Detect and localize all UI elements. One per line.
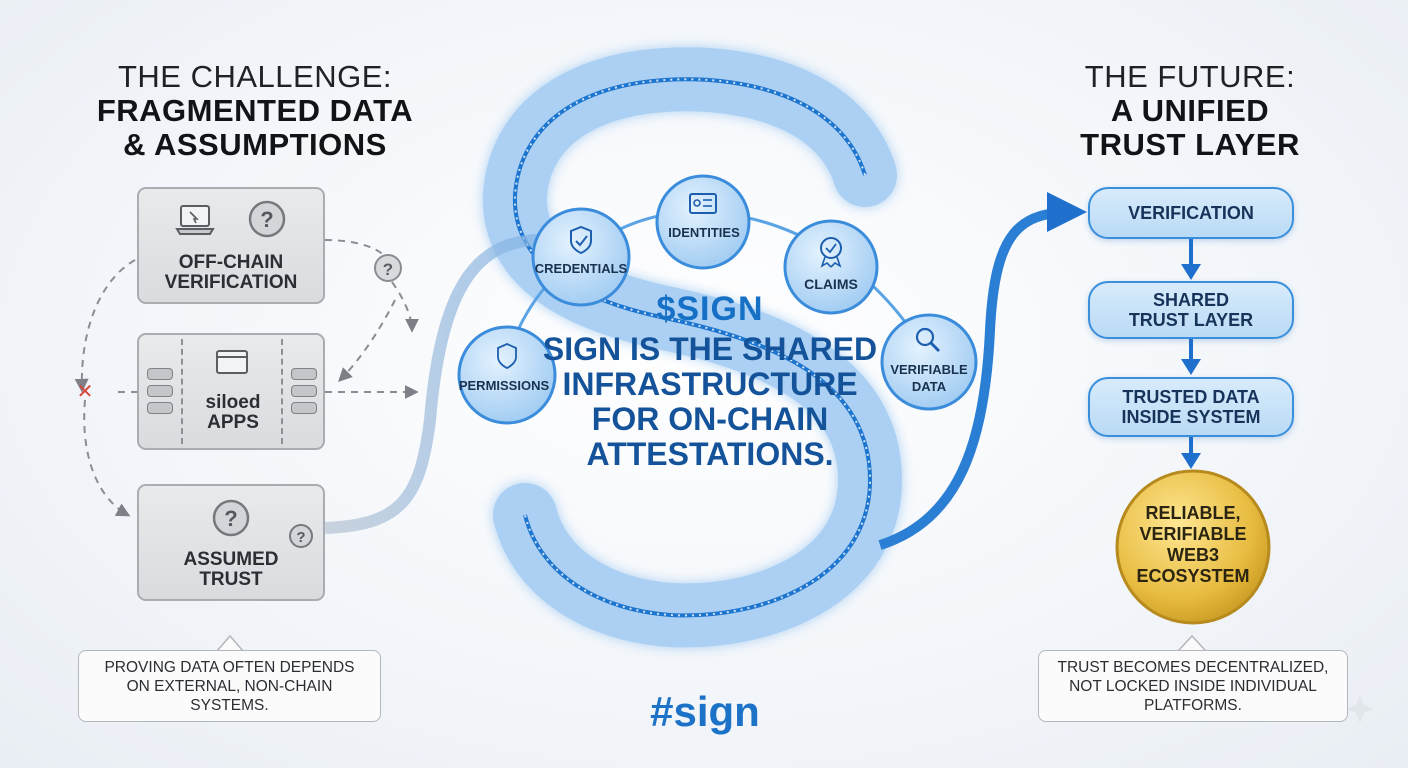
outcome-line4: ECOSYSTEM <box>1136 566 1250 586</box>
future-flow-arrows <box>1181 238 1201 469</box>
svg-text:?: ? <box>296 529 305 546</box>
verifiable-label-line2: DATA <box>912 379 947 394</box>
siloed-apps-box[interactable]: siloed APPS <box>137 333 325 450</box>
silo-divider-right <box>281 339 283 444</box>
off-chain-label-line2: VERIFICATION <box>164 272 298 293</box>
verifiable-label-line1: VERIFIABLE <box>890 362 968 377</box>
left-note-pointer <box>216 634 244 652</box>
verification-step-label: VERIFICATION <box>1128 203 1254 223</box>
input-ribbon <box>324 234 541 534</box>
credentials-label: CREDENTIALS <box>535 261 628 276</box>
outcome-line2: VERIFIABLE <box>1139 524 1247 544</box>
future-note: TRUST BECOMES DECENTRALIZED, NOT LOCKED … <box>1038 650 1348 722</box>
attestation-node-credentials[interactable]: CREDENTIALS <box>531 207 631 307</box>
shared-trust-step-line1: SHARED <box>1152 290 1229 310</box>
outcome-line3: WEB3 <box>1166 545 1219 565</box>
challenge-note-line1: PROVING DATA OFTEN DEPENDS <box>104 658 355 676</box>
s-swirl-graphic <box>482 47 903 648</box>
silo-column-left <box>147 368 173 414</box>
future-note-line1: TRUST BECOMES DECENTRALIZED, <box>1057 658 1329 676</box>
future-note-line3: PLATFORMS. <box>1144 696 1242 714</box>
challenge-heading-line1: THE CHALLENGE: <box>117 59 392 94</box>
siloed-label: siloed APPS <box>139 393 327 433</box>
trusted-data-step[interactable]: TRUSTED DATA INSIDE SYSTEM <box>1088 377 1294 437</box>
challenge-note-line2: ON EXTERNAL, NON-CHAIN <box>126 677 333 695</box>
challenge-heading-line3: & ASSUMPTIONS <box>123 127 387 162</box>
attestation-node-permissions[interactable]: PERMISSIONS <box>457 325 557 425</box>
future-heading: THE FUTURE: A UNIFIED TRUST LAYER <box>1040 60 1340 162</box>
question-mark-icon: ? <box>248 200 286 238</box>
silo-divider-left <box>181 339 183 444</box>
challenge-note: PROVING DATA OFTEN DEPENDS ON EXTERNAL, … <box>78 650 381 722</box>
challenge-heading: THE CHALLENGE: FRAGMENTED DATA & ASSUMPT… <box>60 60 450 162</box>
output-ribbon <box>878 192 1087 550</box>
tagline-line1: SIGN IS THE SHARED <box>542 331 878 367</box>
svg-text:?: ? <box>383 260 393 279</box>
sparkle-icon <box>1346 695 1374 723</box>
broken-link-icon: ✕ <box>77 379 94 403</box>
outcome-coin <box>1115 469 1271 625</box>
silo-column-right <box>291 368 317 414</box>
id-card-icon <box>689 193 717 214</box>
future-heading-line2: A UNIFIED <box>1110 93 1270 128</box>
verification-step[interactable]: VERIFICATION <box>1088 187 1294 239</box>
outcome-line1: RELIABLE, <box>1145 503 1241 523</box>
assumed-label-line2: TRUST <box>199 569 263 590</box>
shared-trust-layer-step[interactable]: SHARED TRUST LAYER <box>1088 281 1294 339</box>
attestation-node-claims[interactable]: CLAIMS <box>783 219 879 315</box>
siloed-label-line1: siloed <box>205 392 261 413</box>
svg-text:?: ? <box>224 506 237 531</box>
svg-text:?: ? <box>260 207 273 232</box>
future-heading-line1: THE FUTURE: <box>1084 59 1296 94</box>
challenge-note-line3: SYSTEMS. <box>190 696 269 714</box>
tagline: SIGN IS THE SHARED INFRASTRUCTURE FOR ON… <box>500 332 920 472</box>
future-heading-line3: TRUST LAYER <box>1080 127 1300 162</box>
shield-check-icon <box>570 225 592 255</box>
siloed-label-line2: APPS <box>207 412 259 433</box>
trusted-data-step-line1: TRUSTED DATA <box>1122 387 1260 407</box>
hashtag: #sign <box>650 688 760 735</box>
challenge-heading-line2: FRAGMENTED DATA <box>96 93 414 128</box>
laptop-icon <box>175 205 215 235</box>
attestation-node-identities[interactable]: IDENTITIES <box>655 174 751 270</box>
off-chain-label: OFF-CHAIN VERIFICATION <box>139 253 323 293</box>
assumed-label-line1: ASSUMED <box>183 549 279 570</box>
attestation-node-verifiable-data[interactable]: VERIFIABLE DATA <box>880 313 978 411</box>
question-mark-small-icon: ? <box>289 524 313 548</box>
browser-window-icon <box>216 350 248 374</box>
shield-check-icon <box>497 343 517 369</box>
tagline-line4: ATTESTATIONS. <box>586 436 834 472</box>
tagline-line3: FOR ON-CHAIN <box>591 401 829 437</box>
assumed-trust-box[interactable]: ? ? ASSUMED TRUST <box>137 484 325 601</box>
token-ticker: $SIGN <box>656 290 764 328</box>
right-note-pointer <box>1177 634 1207 652</box>
future-note-line2: NOT LOCKED INSIDE INDIVIDUAL <box>1069 677 1317 695</box>
magnifier-icon <box>915 327 941 353</box>
question-mark-icon: ? <box>212 499 250 537</box>
shared-trust-step-line2: TRUST LAYER <box>1128 310 1254 330</box>
outcome-label: RELIABLE, VERIFIABLE WEB3 ECOSYSTEM <box>1117 503 1269 587</box>
assumed-trust-label: ASSUMED TRUST <box>139 550 323 590</box>
badge-icon <box>820 237 842 268</box>
tagline-line2: INFRASTRUCTURE <box>562 366 858 402</box>
question-mark-icon: ? <box>374 254 402 282</box>
off-chain-verification-box[interactable]: ? OFF-CHAIN VERIFICATION <box>137 187 325 304</box>
off-chain-label-line1: OFF-CHAIN <box>178 252 284 273</box>
identities-label: IDENTITIES <box>668 225 740 240</box>
trusted-data-step-line2: INSIDE SYSTEM <box>1121 407 1261 427</box>
claims-label: CLAIMS <box>804 276 858 292</box>
permissions-label: PERMISSIONS <box>459 378 550 393</box>
